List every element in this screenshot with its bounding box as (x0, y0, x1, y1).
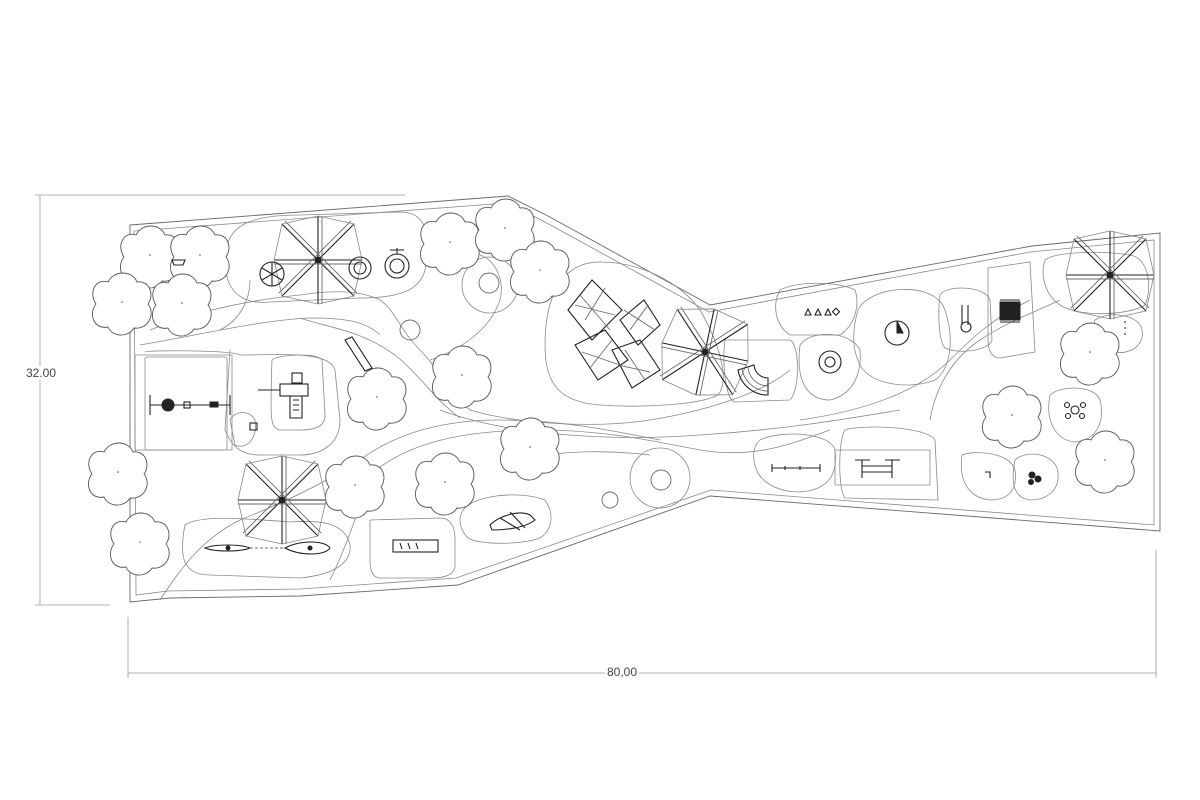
site-boundary (129, 195, 1161, 603)
tree-canopy-icon (91, 272, 152, 336)
swing-set (149, 395, 231, 415)
width-dimension-label: 80,00 (605, 665, 640, 679)
round-planters (399, 256, 691, 509)
tree-canopy-icon (414, 452, 475, 516)
shade-sail-icon (273, 215, 363, 305)
shade-sail-icon (1065, 230, 1155, 320)
tree-canopy-icon (151, 273, 212, 337)
tree-canopy-icon (431, 345, 492, 409)
tree-canopy-icon (499, 417, 560, 481)
tree-canopy-icon (509, 240, 570, 304)
ship-play-structure (203, 541, 331, 555)
height-dimension-label: 32.00 (24, 366, 59, 380)
stepping-pad (392, 539, 439, 553)
small-items (804, 299, 1126, 485)
shade-sail-icon (237, 455, 327, 545)
shade-sail-icon (652, 299, 758, 405)
amphitheatre-seating (737, 364, 769, 396)
play-tower (249, 372, 309, 431)
tree-canopy-icon (109, 512, 170, 576)
tree-canopy-icon (346, 367, 407, 431)
net-climber-grid (567, 279, 661, 389)
play-area-pads (134, 211, 1150, 579)
bench (344, 336, 373, 372)
tree-canopy-icon (1074, 430, 1135, 494)
tree-canopy-icon (87, 442, 148, 506)
tree-canopy-icon (1059, 322, 1120, 386)
tree-canopy-icon (981, 385, 1042, 449)
dimension-lines (35, 194, 1157, 678)
tree-canopy-icon (419, 212, 480, 276)
tree-canopy-icon (324, 455, 385, 519)
rocker-equipment (489, 511, 536, 531)
spinner-equipment (171, 248, 410, 287)
balance-beams (771, 459, 900, 478)
